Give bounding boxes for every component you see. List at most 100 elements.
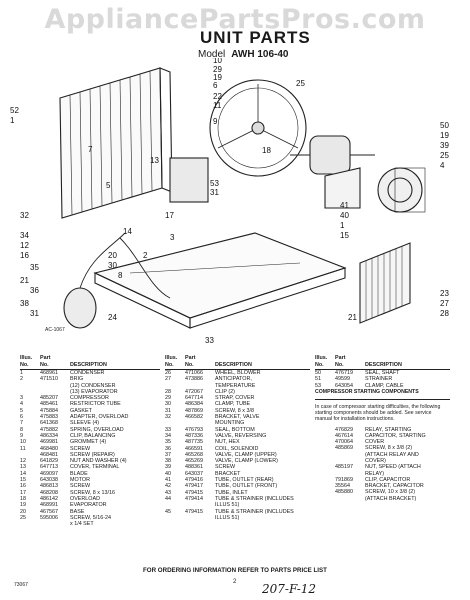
illus-no: 43 [165, 489, 171, 496]
callout: 20 [108, 251, 117, 260]
description: (13) EVAPORATOR [70, 388, 118, 395]
description: SCREW [215, 464, 236, 471]
description: TUBE & STRAINER (INCLUDES [215, 508, 294, 515]
illus-no: 2 [20, 376, 23, 383]
description: ILLUS 51) [215, 502, 240, 509]
table-row: ILLUS 51) [165, 515, 310, 521]
description: VALVE, CLAMP (UPPER) [215, 451, 277, 458]
description: SCREW [70, 445, 91, 452]
part-no: 468991 [40, 502, 58, 509]
description: (ATTACH RELAY AND [365, 451, 419, 458]
description: NUT AND WASHER (4) [70, 458, 127, 465]
description: SEAL, SHAFT [365, 370, 400, 376]
description: x 1/4 SET [70, 521, 94, 528]
part-no: 476793 [185, 426, 203, 433]
part-no: 486813 [40, 483, 58, 490]
part-no: 647713 [40, 464, 58, 471]
illus-no: 34 [165, 432, 171, 439]
callout: 33 [205, 336, 214, 345]
description: SCREW (REPAIR) [70, 451, 115, 458]
callout: 36 [30, 286, 39, 295]
callout: 19 [440, 131, 449, 140]
header-no: No. [40, 362, 49, 368]
description: (12) CONDENSER [70, 382, 116, 389]
illus-no: 50 [315, 370, 321, 376]
illus-no: 36 [165, 445, 171, 452]
callout: 6 [213, 81, 218, 90]
part-no: 485461 [40, 401, 58, 408]
part-no: 479415 [185, 508, 203, 515]
part-no: 467567 [40, 508, 58, 515]
description: MOTOR [70, 477, 90, 484]
fan-blade [209, 79, 307, 177]
callout: 14 [123, 227, 132, 236]
description: TUBE, OUTLET (REAR) [215, 477, 274, 484]
description: COVER [365, 439, 385, 446]
table-row: ILLUS 51) [165, 502, 310, 508]
description: OVERLOAD [70, 495, 100, 502]
header-no: No. [165, 362, 174, 368]
description: ANTICIPATOR, [215, 376, 252, 383]
blower-wheel [377, 167, 426, 213]
part-no: 472067 [185, 388, 203, 395]
part-no: 643038 [40, 477, 58, 484]
illus-no: 8 [20, 426, 23, 433]
illus-no: 41 [165, 477, 171, 484]
callout: 15 [340, 231, 349, 240]
part-no: 469097 [40, 470, 58, 477]
description: COMPRESSOR [70, 395, 109, 402]
column-header: Illus. Part No. No. DESCRIPTION [315, 355, 450, 370]
table-row: (13) EVAPORATOR [20, 389, 160, 395]
description: CLAMP, TUBE [215, 401, 251, 408]
part-no: 479416 [185, 477, 203, 484]
part-no: 643054 [335, 382, 353, 389]
callout: 24 [108, 313, 117, 322]
part-no: 479415 [185, 489, 203, 496]
callout: 2 [143, 251, 148, 260]
part-no: 486334 [40, 432, 58, 439]
part-no: 485197 [335, 464, 353, 471]
part-no: 641368 [40, 420, 58, 427]
description: SCREW, 8 x 3/8 (2) [365, 445, 413, 452]
illus-no: 13 [20, 464, 26, 471]
illus-no: 17 [20, 489, 26, 496]
description: VALVE, REVERSING [215, 432, 267, 439]
description: BLADE [70, 470, 88, 477]
header-no: No. [185, 362, 194, 368]
part-no: 473886 [185, 376, 203, 383]
page-title: UNIT PARTS [200, 28, 311, 47]
part-no: 49599 [335, 376, 350, 383]
illus-no: 10 [20, 439, 26, 446]
callout: 10 [213, 58, 222, 65]
description: SLEEVE (4) [70, 420, 100, 427]
illus-no: 5 [20, 407, 23, 414]
part-no: 485207 [40, 395, 58, 402]
illus-no: 18 [20, 495, 26, 502]
illus-no: 1 [20, 370, 23, 376]
description: CLIP (2) [215, 388, 235, 395]
table-row: (ATTACH RELAY AND [315, 452, 450, 458]
illus-no: 30 [165, 401, 171, 408]
callout: 25 [440, 151, 449, 160]
part-no: 471510 [40, 376, 58, 383]
